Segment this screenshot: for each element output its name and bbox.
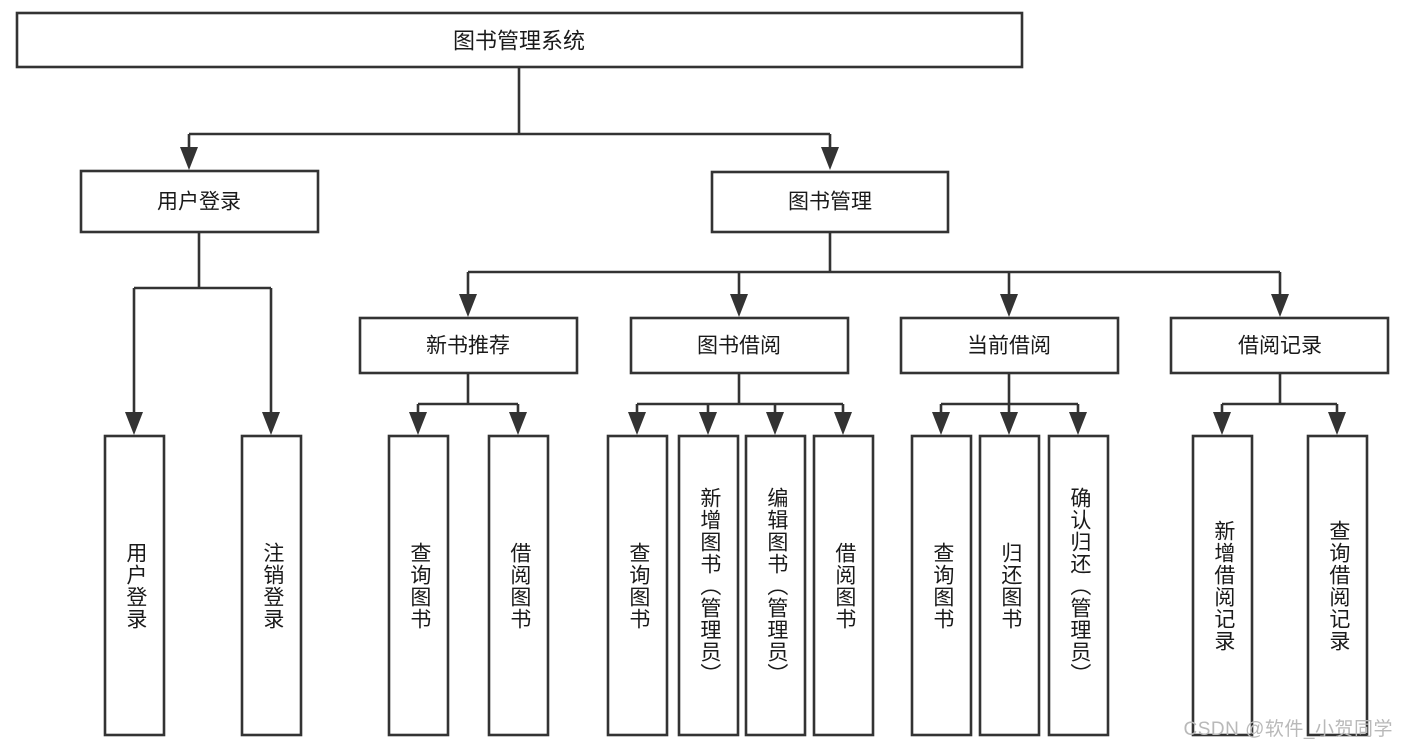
leaf-boxes-book-borrow	[606, 434, 875, 737]
connector-group-borrow-record	[1213, 374, 1346, 435]
node-book-manage-label: 图书管理	[788, 191, 872, 214]
node-borrow-record-label: 借阅记录	[1238, 335, 1322, 358]
leaf-box-user-login-2[interactable]	[240, 434, 303, 737]
csdn-watermark: CSDN @软件_小贺同学	[1183, 719, 1393, 740]
arrow-borrow-record-leaf-1	[1213, 412, 1231, 435]
leaf-box-borrow-record-1[interactable]	[1191, 434, 1254, 737]
connector-group-book-manage	[459, 233, 1289, 317]
connector-group-root	[180, 67, 839, 170]
connector-group-book-borrow	[628, 374, 852, 435]
arrow-book-manage-child-4	[1271, 294, 1289, 317]
node-current-borrow[interactable]: 当前借阅	[899, 316, 1120, 375]
node-current-borrow-box[interactable]	[899, 316, 1120, 375]
arrow-user-login-leaf-2	[262, 412, 280, 435]
node-user-login-box[interactable]	[79, 169, 320, 234]
arrow-book-manage-child-3	[1000, 294, 1018, 317]
node-book-borrow-box[interactable]	[629, 316, 850, 375]
leaf-box-current-borrow-1[interactable]	[910, 434, 973, 737]
node-new-book-recommend-label: 新书推荐	[426, 335, 510, 358]
node-borrow-record-box[interactable]	[1169, 316, 1390, 375]
leaf-box-book-borrow-2[interactable]	[677, 434, 740, 737]
leaf-box-book-borrow-4[interactable]	[812, 434, 875, 737]
leaf-box-new-book-1[interactable]	[387, 434, 450, 737]
arrow-new-book-leaf-2	[509, 412, 527, 435]
leaf-box-book-borrow-3[interactable]	[744, 434, 807, 737]
node-root-box[interactable]	[15, 11, 1024, 69]
leaf-boxes-user-login	[103, 434, 303, 737]
connector-group-new-book	[409, 374, 527, 435]
arrow-book-borrow-leaf-1	[628, 412, 646, 435]
leaf-box-current-borrow-3[interactable]	[1047, 434, 1110, 737]
leaf-box-borrow-record-2[interactable]	[1306, 434, 1369, 737]
node-root[interactable]: 图书管理系统	[15, 11, 1024, 69]
node-borrow-record[interactable]: 借阅记录	[1169, 316, 1390, 375]
node-new-book-recommend-box[interactable]	[358, 316, 579, 375]
leaf-box-current-borrow-2[interactable]	[978, 434, 1041, 737]
arrow-book-borrow-leaf-3	[766, 412, 784, 435]
arrow-book-borrow-leaf-4	[834, 412, 852, 435]
node-book-manage-box[interactable]	[710, 170, 950, 234]
arrow-book-manage-child-2	[730, 294, 748, 317]
node-book-manage[interactable]: 图书管理	[710, 170, 950, 234]
arrow-user-login-leaf-1	[125, 412, 143, 435]
node-user-login[interactable]: 用户登录	[79, 169, 320, 234]
connector-group-current-borrow	[932, 374, 1087, 435]
arrow-current-borrow-leaf-3	[1069, 412, 1087, 435]
arrow-root-to-book-manage	[821, 147, 839, 170]
arrow-current-borrow-leaf-1	[932, 412, 950, 435]
arrow-current-borrow-leaf-2	[1000, 412, 1018, 435]
node-current-borrow-label: 当前借阅	[967, 335, 1051, 358]
arrow-book-borrow-leaf-2	[699, 412, 717, 435]
node-user-login-label: 用户登录	[157, 191, 241, 214]
arrow-root-to-user-login	[180, 147, 198, 170]
leaf-box-book-borrow-1[interactable]	[606, 434, 669, 737]
leaf-boxes-new-book-recommend	[387, 434, 550, 737]
leaf-box-user-login-1[interactable]	[103, 434, 166, 737]
node-book-borrow-label: 图书借阅	[697, 335, 781, 358]
node-book-borrow[interactable]: 图书借阅	[629, 316, 850, 375]
leaf-box-new-book-2[interactable]	[487, 434, 550, 737]
node-new-book-recommend[interactable]: 新书推荐	[358, 316, 579, 375]
arrow-new-book-leaf-1	[409, 412, 427, 435]
leaf-boxes-borrow-record	[1191, 434, 1369, 737]
connector-group-user-login	[125, 233, 280, 435]
node-root-label: 图书管理系统	[453, 29, 585, 54]
arrow-book-manage-child-1	[459, 294, 477, 317]
arrow-borrow-record-leaf-2	[1328, 412, 1346, 435]
leaf-boxes-current-borrow	[910, 434, 1110, 737]
